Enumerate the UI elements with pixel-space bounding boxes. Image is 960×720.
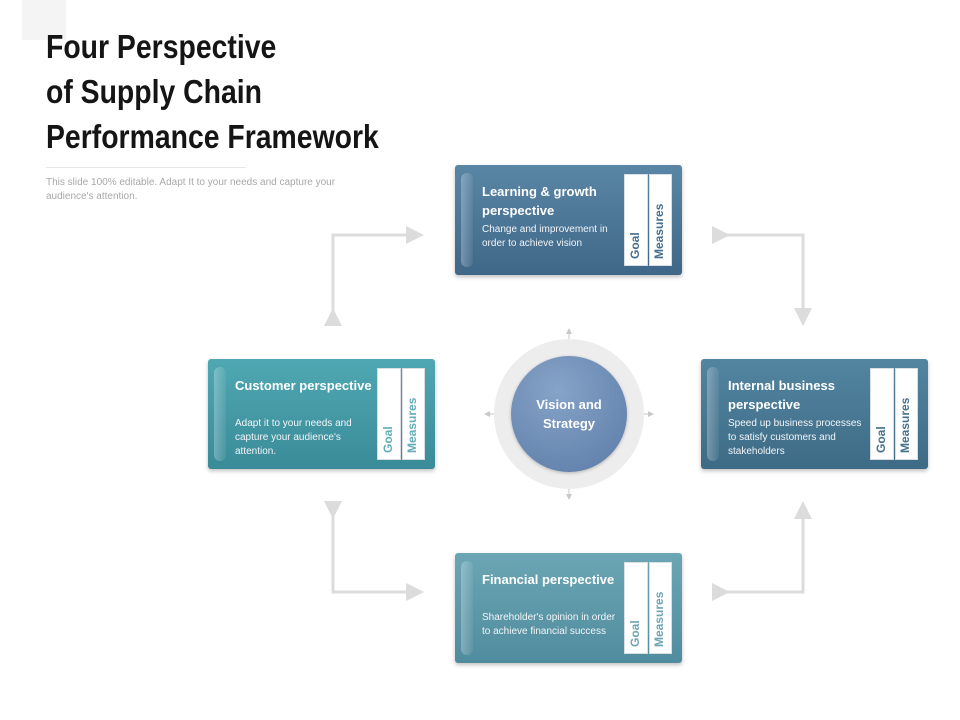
center-hub: Vision and Strategy — [511, 356, 627, 472]
arrow-bottom-right — [712, 501, 812, 601]
title-divider — [46, 167, 246, 168]
title-line: of Supply Chain — [46, 73, 263, 110]
goal-column: Goal — [624, 562, 648, 654]
goal-measures-panel: Goal Measures — [624, 174, 672, 266]
goal-column: Goal — [624, 174, 648, 266]
slide-subtitle: This slide 100% editable. Adapt It to yo… — [46, 177, 336, 202]
financial-perspective-card: Financial perspective Shareholder's opin… — [455, 553, 682, 663]
card-title: Financial perspective — [482, 572, 615, 587]
goal-measures-panel: Goal Measures — [624, 562, 672, 654]
slide-title: Four Perspective of Supply Chain Perform… — [46, 24, 379, 159]
goal-column: Goal — [377, 368, 401, 460]
card-gloss — [707, 367, 719, 461]
goal-column: Goal — [870, 368, 894, 460]
goal-label: Goal — [380, 426, 395, 453]
card-description: Adapt it to your needs and capture your … — [235, 418, 352, 457]
card-title: Customer perspective — [235, 378, 372, 393]
arrow-top-left — [324, 226, 424, 326]
measures-label: Measures — [405, 397, 420, 453]
corner-decoration — [22, 0, 66, 40]
measures-column: Measures — [401, 368, 425, 460]
internal-business-perspective-card: Internal business perspective Speed up b… — [701, 359, 928, 469]
card-gloss — [461, 561, 473, 655]
arrow-bottom-left — [324, 501, 424, 601]
measures-column: Measures — [894, 368, 918, 460]
measures-column: Measures — [648, 562, 672, 654]
measures-label: Measures — [898, 397, 913, 453]
goal-measures-panel: Goal Measures — [870, 368, 918, 460]
title-line: Four Perspective — [46, 28, 277, 65]
goal-label: Goal — [627, 620, 642, 647]
arrow-top-right — [712, 226, 812, 326]
card-description: Change and improvement in order to achie… — [482, 224, 608, 249]
center-label: Vision and Strategy — [536, 397, 602, 431]
customer-perspective-card: Customer perspective Adapt it to your ne… — [208, 359, 435, 469]
card-description: Speed up business processes to satisfy c… — [728, 418, 862, 457]
measures-label: Measures — [652, 203, 667, 259]
card-title: Internal business perspective — [728, 378, 835, 412]
card-description: Shareholder's opinion in order to achiev… — [482, 612, 616, 637]
goal-label: Goal — [873, 426, 888, 453]
card-gloss — [214, 367, 226, 461]
goal-measures-panel: Goal Measures — [377, 368, 425, 460]
card-title: Learning & growth perspective — [482, 184, 597, 218]
card-gloss — [461, 173, 473, 267]
title-line: Performance Framework — [46, 118, 379, 155]
learning-perspective-card: Learning & growth perspective Change and… — [455, 165, 682, 275]
goal-label: Goal — [627, 232, 642, 259]
measures-label: Measures — [652, 591, 667, 647]
measures-column: Measures — [648, 174, 672, 266]
